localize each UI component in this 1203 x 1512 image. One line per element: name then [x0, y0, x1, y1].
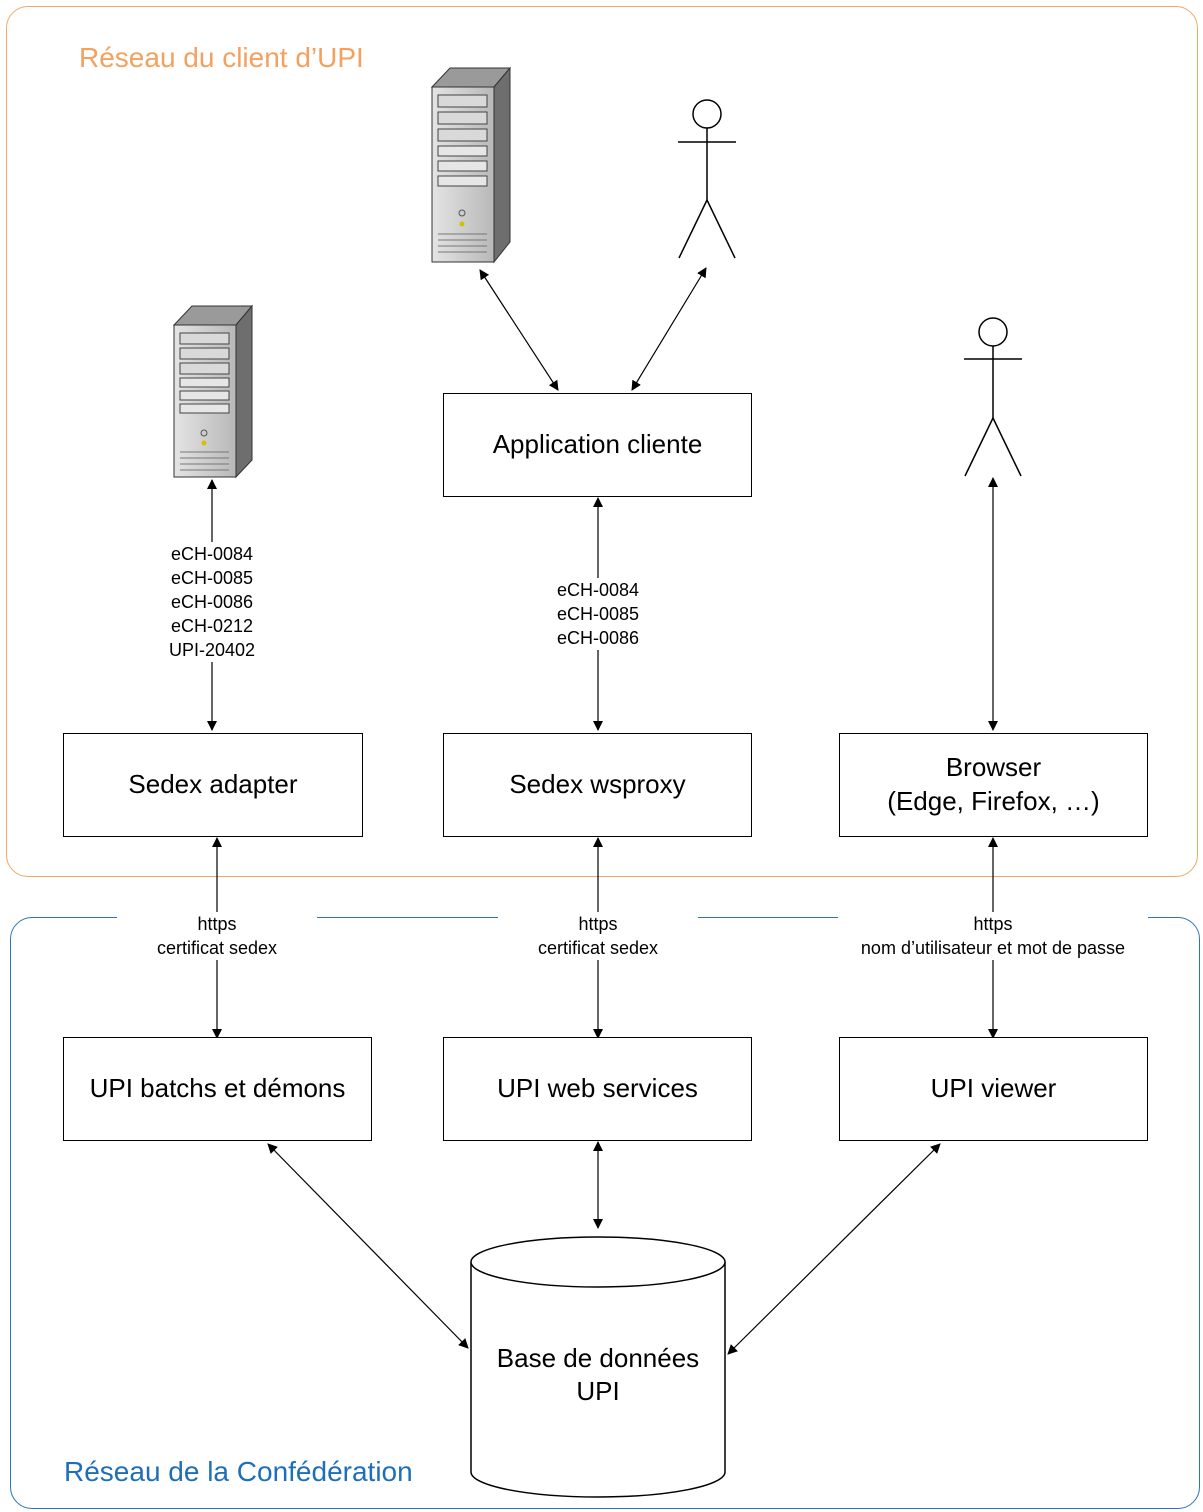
- wsproxy-protocols-label: eCH-0084 eCH-0085 eCH-0086: [533, 578, 663, 650]
- upi-batchs-label: UPI batchs et démons: [89, 1073, 346, 1104]
- server-icon: [430, 66, 512, 264]
- adapter-link-label: https certificat sedex: [117, 912, 317, 960]
- user-icon: [678, 99, 736, 259]
- wsproxy-link-label: https certificat sedex: [498, 912, 698, 960]
- server-icon: [172, 304, 254, 479]
- sedex-wsproxy-label: Sedex wsproxy: [509, 769, 686, 800]
- browser-box[interactable]: Browser (Edge, Firefox, …): [839, 733, 1148, 837]
- sedex-adapter-box[interactable]: Sedex adapter: [63, 733, 363, 837]
- database-label-line1: Base de données: [496, 1343, 700, 1373]
- database-label-line2: UPI: [576, 1376, 620, 1406]
- client-network-title: Réseau du client d’UPI: [79, 42, 364, 73]
- upi-batchs-box[interactable]: UPI batchs et démons: [63, 1037, 372, 1141]
- application-cliente-box[interactable]: Application cliente: [443, 393, 752, 497]
- upi-web-services-box[interactable]: UPI web services: [443, 1037, 752, 1141]
- confederation-network-title: Réseau de la Confédération: [64, 1456, 413, 1487]
- browser-link-label: https nom d’utilisateur et mot de passe: [838, 912, 1148, 960]
- browser-label: Browser: [945, 752, 1042, 783]
- database-cylinder: [470, 1236, 726, 1498]
- user-icon: [964, 317, 1022, 477]
- upi-viewer-label: UPI viewer: [930, 1073, 1057, 1104]
- connector-server-to-application: [479, 269, 559, 391]
- adapter-protocols-label: eCH-0084 eCH-0085 eCH-0086 eCH-0212 UPI-…: [142, 542, 282, 662]
- upi-web-services-label: UPI web services: [497, 1073, 698, 1104]
- application-cliente-label: Application cliente: [492, 429, 703, 460]
- sedex-adapter-label: Sedex adapter: [128, 769, 298, 800]
- browser-examples-label: (Edge, Firefox, …): [887, 786, 1100, 816]
- sedex-wsproxy-box[interactable]: Sedex wsproxy: [443, 733, 752, 837]
- connector-viewer-to-database: [727, 1143, 941, 1355]
- database-label: Base de données UPI: [471, 1342, 725, 1408]
- connector-batchs-to-database: [267, 1143, 469, 1349]
- upi-viewer-box[interactable]: UPI viewer: [839, 1037, 1148, 1141]
- connector-user-to-application: [631, 267, 707, 391]
